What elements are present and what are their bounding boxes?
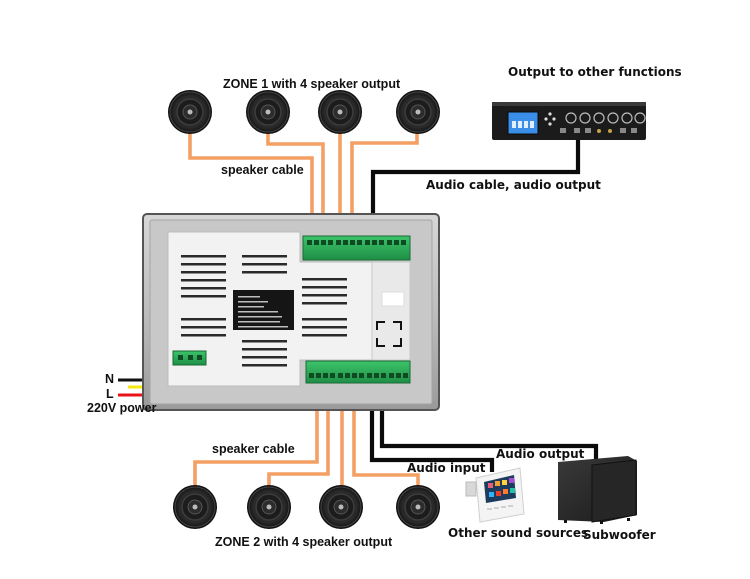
- audio-input-label: Audio input: [407, 461, 486, 475]
- zone-1-speaker-3: [317, 89, 363, 135]
- power-terminal-block: [172, 350, 207, 366]
- audio-output-cable-to-amplifier: [370, 140, 581, 240]
- zone-2-speaker-3: [318, 484, 364, 530]
- zone-2-terminal-block: [305, 360, 411, 384]
- zone-2-speaker-1: [172, 484, 218, 530]
- zone-1-speaker-4: [395, 89, 441, 135]
- power-neutral-label: N: [105, 372, 115, 386]
- zone-1-title: ZONE 1 with 4 speaker output: [223, 77, 401, 91]
- zone-2-cable-4: [352, 382, 420, 490]
- other-sound-source-panel: [465, 467, 525, 523]
- product-info-label: [233, 290, 294, 330]
- zone-2-cable-1: [193, 382, 319, 490]
- zone-2-speakers: [172, 484, 441, 530]
- external-amplifier: [492, 102, 646, 140]
- speaker-cable-label-top: speaker cable: [221, 163, 304, 177]
- zone-2-title: ZONE 2 with 4 speaker output: [215, 535, 393, 549]
- zone-2-speaker-4: [395, 484, 441, 530]
- zone-2-speaker-2: [246, 484, 292, 530]
- output-other-functions-label: Output to other functions: [508, 65, 682, 79]
- audio-output-cable-to-subwoofer: [379, 382, 599, 460]
- zone-1-speaker-1: [167, 89, 213, 135]
- zone-1-cable-1: [188, 128, 314, 240]
- zone-1-terminal-block: [302, 235, 411, 261]
- wall-amplifier-back: [142, 213, 440, 411]
- audio-input-cable-from-source: [369, 382, 495, 472]
- zone-1-cable-4: [350, 128, 419, 240]
- zone-2-cable-2: [267, 382, 330, 490]
- speaker-cable-label-bottom: speaker cable: [212, 442, 295, 456]
- subwoofer-label: Subwoofer: [583, 528, 656, 542]
- zone-1-cable-2: [266, 128, 325, 240]
- subwoofer: [558, 456, 637, 524]
- zone-1-speaker-2: [245, 89, 291, 135]
- audio-output-label: Audio output: [496, 447, 585, 461]
- other-sound-sources-label: Other sound sources: [448, 526, 589, 540]
- zone-1-speaker-cables: [188, 128, 419, 240]
- power-live-label: L: [106, 387, 114, 401]
- zone-1-speakers: [167, 89, 441, 135]
- audio-cables: [369, 140, 599, 472]
- power-label: 220V power: [87, 401, 157, 415]
- audio-cable-output-label: Audio cable, audio output: [426, 178, 601, 192]
